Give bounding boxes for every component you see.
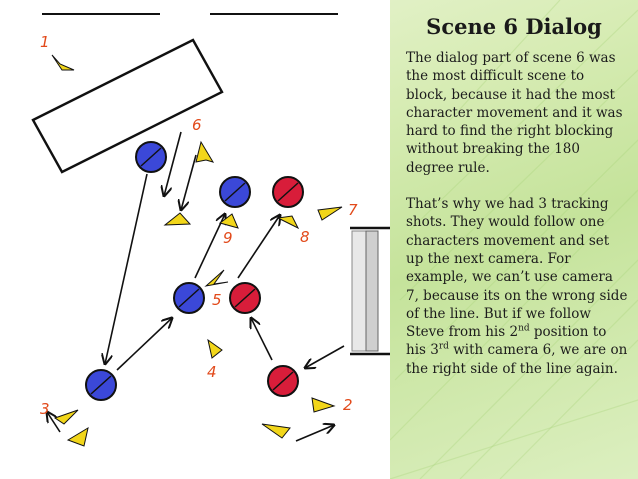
arrow-from-door [305,345,345,368]
camera-markers [51,54,343,447]
blocking-diagram: 1 2 3 4 5 6 7 8 9 [31,13,390,447]
blocking-diagram-panel: 1 2 3 4 5 6 7 8 9 [31,13,390,447]
superscript-rd: rd [438,341,449,352]
arrow-camera-6-track-2 [181,154,197,210]
camera-label-4: 4 [207,363,217,381]
camera-9-icon [218,213,239,229]
slide-title: Scene 6 Dialog [426,14,602,39]
camera-label-2: 2 [343,396,353,414]
paragraph-2-part-a: That’s why we had 3 tracking shots. They… [406,196,628,341]
arrow-camera-6-track [164,131,182,196]
camera-4-icon [207,338,223,359]
camera-label-8: 8 [300,228,310,246]
camera-label-3: 3 [40,400,50,418]
camera-5-icon [204,269,229,287]
camera-3-end-icon [66,426,89,447]
paragraph-2-part-b: position to his 3 [406,324,607,359]
paragraph-2: That’s why we had 3 tracking shots. They… [406,195,628,378]
door [350,226,390,356]
camera-label-6: 6 [192,116,202,134]
camera-2-end-icon [261,423,291,439]
camera-label-7: 7 [348,201,358,219]
arrow-left-down [105,173,148,364]
movement-arrows [47,131,345,442]
arrow-up-right [116,318,172,371]
arrow-to-red-5 [251,318,273,361]
paragraph-2-part-c: with camera 6, we are on the right side … [406,342,628,377]
camera-label-1: 1 [40,33,50,51]
camera-1-icon [51,54,75,71]
camera-label-9: 9 [223,229,233,247]
arrow-camera-2-track [295,425,334,442]
arrow-to-red-8 [237,215,280,279]
superscript-nd: nd [518,323,530,334]
slide-body: The dialog part of scene 6 was the most … [406,49,628,396]
camera-6-icon [195,140,215,163]
arrow-to-blue-9 [194,214,225,279]
table-rectangle [31,38,224,174]
camera-2-icon [311,397,336,413]
camera-6-end-icon [163,212,192,226]
camera-8-icon [276,215,300,230]
camera-7-icon [317,206,343,221]
paragraph-1: The dialog part of scene 6 was the most … [406,50,623,176]
camera-label-5: 5 [212,291,222,309]
arrow-camera-3-track [47,412,61,433]
camera-3-icon [53,409,79,425]
